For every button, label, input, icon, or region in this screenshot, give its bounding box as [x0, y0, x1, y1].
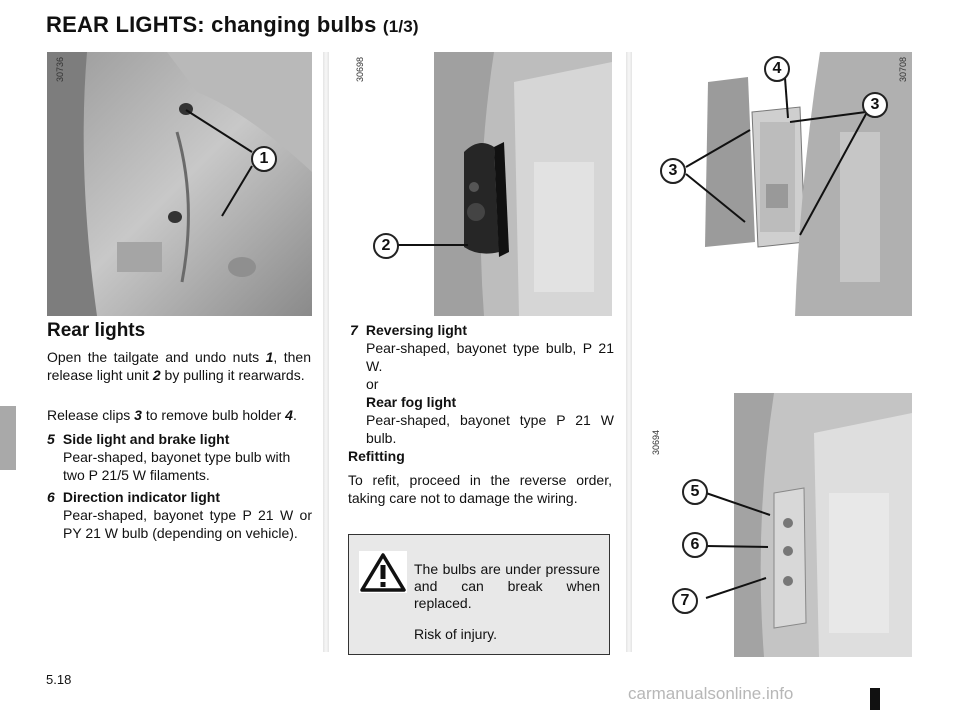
warning-triangle-icon: [359, 551, 407, 598]
para1-ref-1: 1: [265, 349, 274, 365]
item-7-heading-2: Rear fog light: [366, 394, 457, 410]
para1-ref-2: 2: [152, 367, 161, 383]
callout-1: 1: [251, 146, 277, 172]
callout-2: 2: [373, 233, 399, 259]
item-7-body: Pear-shaped, bayonet type bulb, P 21 W.: [366, 340, 614, 374]
photo-ref-30694: 30694: [651, 429, 661, 455]
item-5: 5 Side light and brake light Pear-shaped…: [47, 430, 312, 484]
refitting-heading: Refitting: [348, 448, 405, 464]
item-6: 6 Direction indicator light Pear-shaped,…: [47, 488, 312, 542]
warning-box: The bulbs are under pressure and can bre…: [348, 534, 610, 655]
warning-pressure-text: The bulbs are under pressure and can bre…: [414, 561, 600, 611]
para2-text-b: to remove bulb holder: [141, 407, 286, 423]
column-divider-right: [626, 52, 632, 652]
callout-3-right: 3: [862, 92, 888, 118]
chapter-tab: [0, 406, 16, 470]
watermark: carmanualsonline.info: [628, 684, 794, 703]
corner-mark: [870, 688, 880, 710]
photo-ref-30736: 30736: [55, 56, 65, 82]
item-6-body: Pear-shaped, bayonet type P 21 W or PY 2…: [63, 507, 312, 541]
photo-bulbs-in-place: [734, 393, 912, 657]
para1-text-c: by pulling it rearwards.: [160, 367, 305, 383]
para1-text-b: , then release light unit: [47, 349, 311, 383]
column-divider-left: [323, 52, 329, 652]
photo-bulb-holder: [700, 52, 912, 316]
photo-ref-30708: 30708: [898, 56, 908, 82]
para-release-clips: Release clips 3 to remove bulb holder 4.: [47, 406, 315, 424]
item-5-number: 5: [47, 431, 55, 447]
item-6-heading: Direction indicator light: [62, 489, 221, 505]
page-title: REAR LIGHTS: changing bulbs (1/3): [46, 12, 419, 38]
callout-7: 7: [672, 588, 698, 614]
callout-4: 4: [764, 56, 790, 82]
refitting-text: To refit, proceed in the reverse order, …: [348, 472, 612, 506]
section-heading: Rear lights: [47, 320, 146, 341]
para1-text-a: Open the tailgate and undo nuts: [47, 349, 266, 365]
item-5-heading: Side light and brake light: [62, 431, 230, 447]
photo-tailgate-nuts: [47, 52, 312, 316]
photo-ref-30698: 30698: [355, 56, 365, 82]
item-6-number: 6: [47, 489, 55, 505]
callout-6: 6: [682, 532, 708, 558]
item-7: 7 Reversing light Pear-shaped, bayonet t…: [350, 321, 614, 447]
item-5-body: Pear-shaped, bayonet type bulb with two …: [63, 449, 291, 483]
item-7-body-2: Pear-shaped, bayonet type P 21 W bulb.: [366, 412, 614, 446]
callout-5: 5: [682, 479, 708, 505]
item-7-number: 7: [350, 322, 358, 338]
para2-text-c: .: [292, 407, 297, 423]
warning-risk-text: Risk of injury.: [414, 626, 497, 642]
page-number: 5.18: [46, 672, 72, 687]
para2-ref-3: 3: [134, 407, 142, 423]
para-open-tailgate: Open the tailgate and undo nuts 1, then …: [47, 348, 311, 384]
item-7-or: or: [366, 376, 379, 392]
page-title-text: REAR LIGHTS: changing bulbs: [46, 12, 377, 37]
para2-ref-4: 4: [285, 407, 293, 423]
item-7-heading: Reversing light: [365, 322, 468, 338]
page-title-part: (1/3): [382, 17, 419, 36]
warning-text: The bulbs are under pressure and can bre…: [414, 547, 600, 657]
callout-3-left: 3: [660, 158, 686, 184]
photo-light-unit: [434, 52, 612, 316]
para2-text-a: Release clips: [47, 407, 135, 423]
